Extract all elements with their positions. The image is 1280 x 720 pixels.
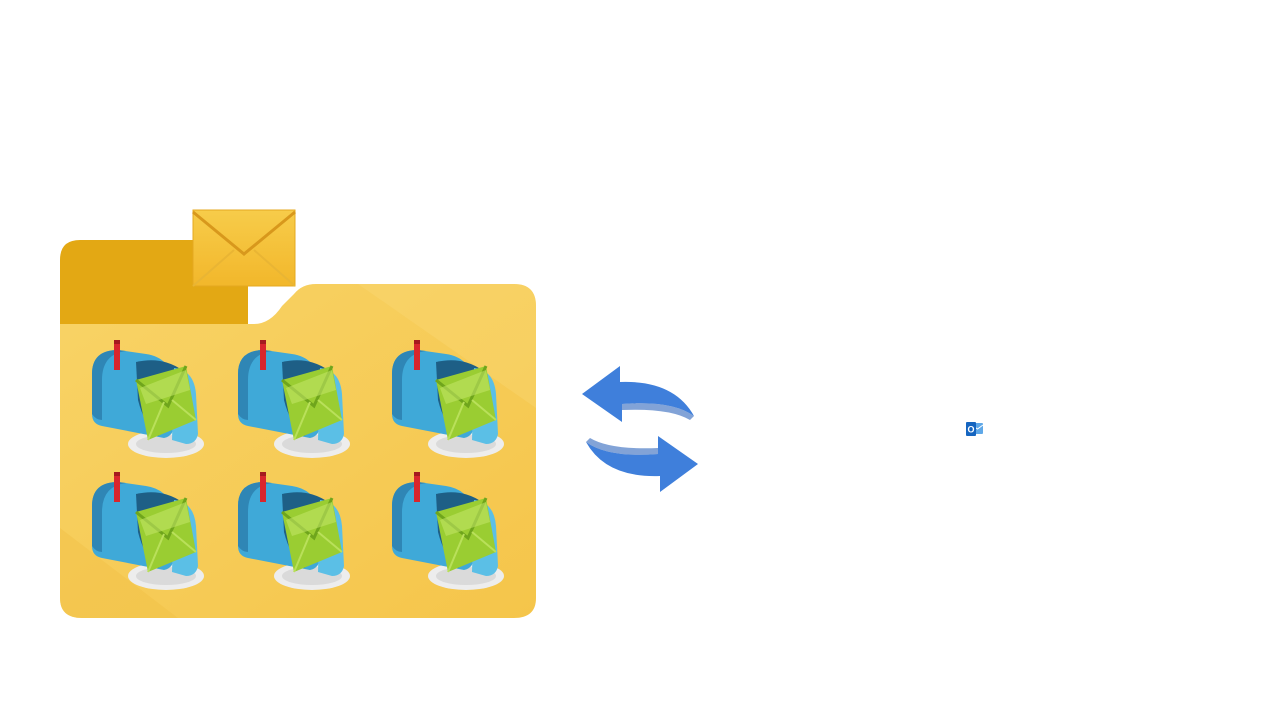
mailbox-icon bbox=[386, 340, 510, 462]
sync-arrows-icon bbox=[582, 366, 698, 492]
mailbox-icon bbox=[86, 340, 210, 462]
mailbox-icon bbox=[386, 472, 510, 594]
mailbox-icon bbox=[86, 472, 210, 594]
mailbox-icon bbox=[232, 340, 356, 462]
envelope-icon bbox=[192, 209, 296, 287]
outlook-icon: O bbox=[966, 422, 984, 436]
outlook-letter: O bbox=[967, 425, 974, 435]
mailbox-icon bbox=[232, 472, 356, 594]
